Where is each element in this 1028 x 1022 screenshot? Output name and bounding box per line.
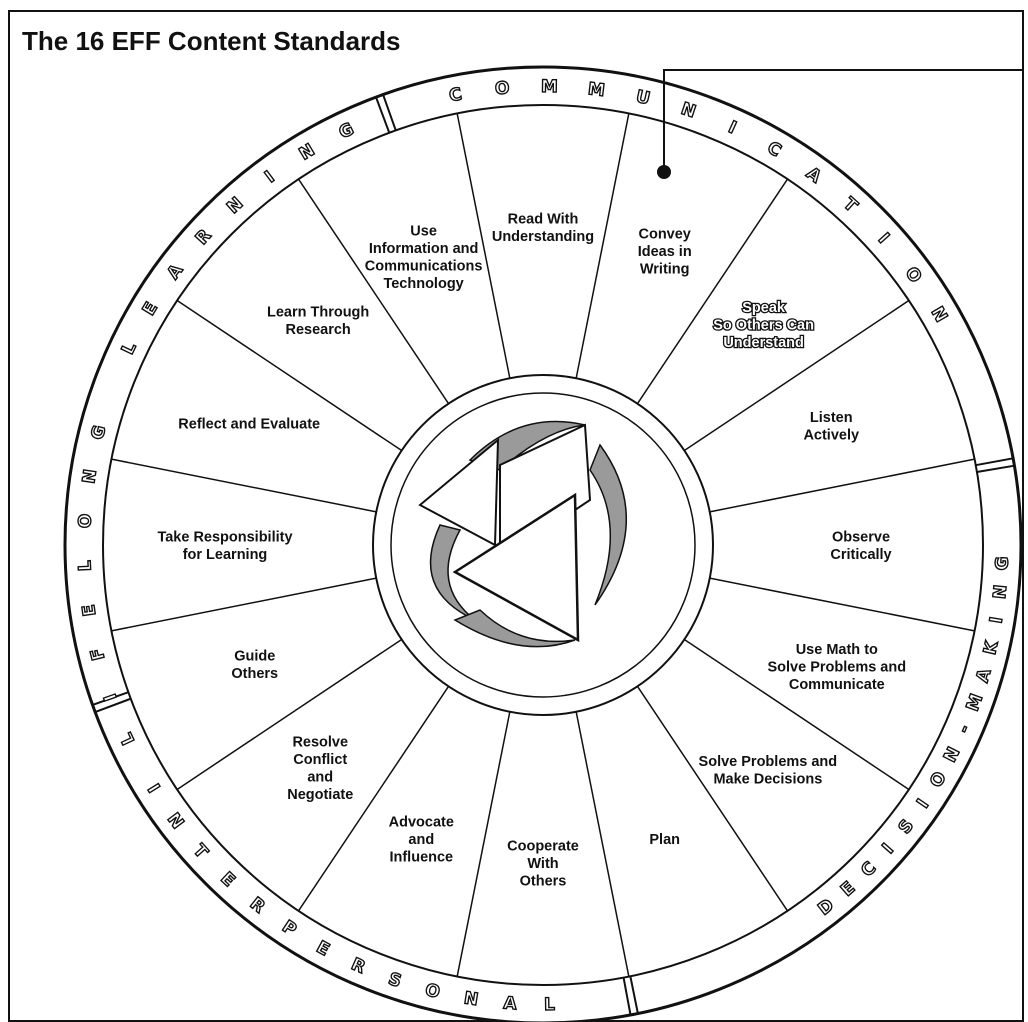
- category-separator: [976, 464, 1015, 473]
- category-separator: [975, 457, 1014, 467]
- segment-label-line: Reflect and Evaluate: [178, 416, 320, 432]
- segment-label-line: Understand: [723, 335, 804, 351]
- segment-label-line: Writing: [640, 262, 690, 278]
- segment-label-line: Resolve: [292, 734, 348, 750]
- callout-line: [663, 69, 1022, 172]
- category-letter-decision-making: K: [980, 639, 1003, 657]
- segment-label-line: So Others Can: [713, 317, 814, 333]
- segment-divider: [636, 178, 789, 405]
- segment-divider: [709, 577, 975, 632]
- segment-label-line: Use: [410, 223, 437, 239]
- category-separator: [382, 94, 397, 131]
- segment-label-line: Advocate: [389, 814, 454, 830]
- segment-label-line: Guide: [234, 649, 275, 665]
- segment-label-line: and: [307, 769, 333, 785]
- segment-label-line: Others: [520, 874, 567, 890]
- category-letter-communication: U: [634, 87, 652, 110]
- category-letter-decision-making: I: [986, 615, 1007, 625]
- category-separator: [375, 96, 391, 134]
- segment-label-line: Solve Problems and: [699, 754, 838, 770]
- triangle-front-icon: [452, 492, 580, 643]
- swirl-bottom-icon: [453, 609, 576, 648]
- page-title: The 16 EFF Content Standards: [22, 26, 401, 56]
- category-letter-lifelong-learning: F: [87, 646, 109, 662]
- category-letter-decision-making: N: [990, 584, 1011, 600]
- segment-divider: [297, 178, 450, 405]
- segment-divider: [575, 711, 630, 977]
- category-separator: [94, 697, 132, 713]
- segment-label-line: Use Math to: [796, 642, 878, 658]
- category-letter-interpersonal: N: [462, 988, 479, 1010]
- category-letter-decision-making: G: [992, 556, 1013, 571]
- segment-divider: [683, 299, 910, 452]
- segment-label-line: Convey: [638, 227, 690, 243]
- segment-label-line: Learn Through: [267, 304, 369, 320]
- segment-divider: [111, 577, 377, 632]
- segment-divider: [575, 113, 630, 379]
- segment-label-line: Cooperate: [507, 839, 579, 855]
- category-letter-interpersonal: L: [544, 995, 555, 1015]
- category-letter-communication: M: [587, 79, 606, 101]
- segment-label-line: Solve Problems and: [767, 660, 906, 676]
- segment-label-line: Technology: [383, 276, 463, 292]
- category-letter-interpersonal: O: [423, 980, 442, 1003]
- segment-label-line: Listen: [810, 410, 853, 426]
- segment-label-line: Information and: [369, 241, 479, 257]
- category-letter-interpersonal: A: [503, 993, 518, 1014]
- segment-label-line: Actively: [803, 427, 859, 443]
- category-letter-communication: N: [678, 99, 698, 122]
- category-separator: [92, 691, 129, 706]
- center-hub: [372, 374, 714, 716]
- segment-label-line: Speak: [742, 300, 786, 316]
- segment-label-line: Plan: [649, 832, 680, 848]
- category-letter-lifelong-learning: L: [75, 560, 95, 572]
- segment-label-line: Observe: [832, 529, 890, 545]
- segment-label-line: Influence: [389, 849, 453, 865]
- segment-divider: [297, 685, 450, 912]
- segment-label-line: Understanding: [492, 229, 594, 245]
- category-letter-lifelong-learning: O: [75, 513, 96, 528]
- eff-triangles-logo-icon: [418, 420, 627, 648]
- segment-divider: [176, 299, 403, 452]
- segment-label-line: Make Decisions: [713, 772, 822, 788]
- callout-pointer: [657, 69, 1022, 179]
- category-letter-lifelong-learning: N: [79, 468, 101, 485]
- category-letter-lifelong-learning: G: [88, 423, 111, 441]
- category-letter-lifelong-learning: E: [79, 603, 100, 617]
- segment-label-line: Research: [285, 322, 350, 338]
- category-separator: [629, 976, 639, 1014]
- segment-label-line: Others: [231, 666, 278, 682]
- segment-divider: [709, 458, 975, 513]
- segment-label-line: Critically: [830, 547, 891, 563]
- segment-dividers: [92, 94, 1015, 1016]
- segment-divider: [111, 458, 377, 513]
- segment-label-line: Communicate: [789, 677, 885, 693]
- segment-label-line: Ideas in: [638, 244, 692, 260]
- triangle-back-icon: [499, 423, 592, 562]
- segment-label-line: Conflict: [293, 752, 347, 768]
- callout-dot-icon: [657, 165, 671, 179]
- swirl-right-icon: [589, 443, 627, 606]
- segment-divider: [636, 685, 789, 912]
- segment-label-line: and: [408, 832, 434, 848]
- category-letter-communication: C: [448, 84, 464, 106]
- segment-label-line: With: [527, 856, 558, 872]
- category-letter-communication: O: [494, 78, 510, 99]
- segment-divider: [176, 638, 403, 791]
- segment-label-line: Read With: [508, 211, 579, 227]
- segment-divider: [683, 638, 910, 791]
- category-letter-communication: M: [541, 77, 558, 97]
- segment-divider: [456, 711, 511, 977]
- segment-label-line: Take Responsibility: [157, 529, 292, 545]
- segment-label-line: for Learning: [183, 547, 268, 563]
- segment-divider: [456, 113, 511, 379]
- triangle-left-icon: [418, 437, 500, 547]
- segment-label-line: Communications: [365, 258, 483, 274]
- category-separator: [622, 977, 632, 1016]
- segment-label-line: Negotiate: [287, 787, 353, 803]
